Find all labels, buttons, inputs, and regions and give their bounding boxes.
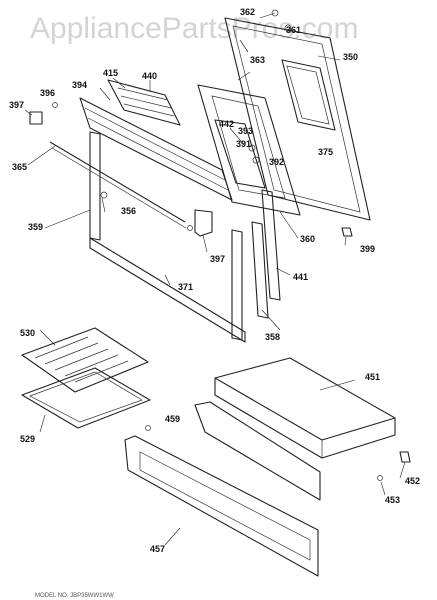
label-459: 459: [165, 414, 180, 424]
door-liner: [214, 119, 266, 189]
label-457: 457: [150, 544, 165, 554]
label-442: 442: [219, 119, 234, 129]
handle-end-cap: [29, 102, 58, 125]
drawer-body: [214, 357, 396, 459]
label-452: 452: [405, 476, 420, 486]
label-371: 371: [178, 282, 193, 292]
drawer-front-inner: [194, 401, 321, 501]
watermark: AppliancePartsPros.com: [30, 12, 358, 45]
leader-lines: [24, 12, 406, 546]
clip: [341, 227, 353, 237]
label-350: 350: [343, 52, 358, 62]
label-451: 451: [365, 372, 380, 382]
vent-panel: [107, 79, 181, 126]
drawer-front-panel: [124, 435, 319, 577]
label-415: 415: [103, 68, 118, 78]
label-391: 391: [236, 139, 251, 149]
label-394: 394: [72, 80, 87, 90]
label-375: 375: [318, 147, 333, 157]
drawer-hardware: [145, 425, 411, 481]
label-365: 365: [12, 162, 27, 172]
label-399: 399: [360, 244, 375, 254]
label-441: 441: [293, 272, 308, 282]
handle-bar: [49, 141, 187, 229]
label-396: 396: [40, 88, 55, 98]
label-397-top: 397: [9, 100, 24, 110]
label-453: 453: [385, 495, 400, 505]
part-labels: 362 361 350 415 440 363 394 396 397 442 …: [9, 7, 420, 554]
broiler-pan-grid: [21, 327, 149, 393]
label-530: 530: [20, 328, 35, 338]
label-393: 393: [238, 126, 253, 136]
broiler-pan: [21, 367, 151, 429]
door-trim: [79, 97, 233, 201]
label-363: 363: [250, 55, 265, 65]
screws-top: [271, 9, 292, 32]
label-358: 358: [265, 332, 280, 342]
door-outer-panel: [224, 17, 371, 221]
hinge-bracket: [187, 209, 213, 237]
label-360: 360: [300, 234, 315, 244]
label-356: 356: [121, 206, 136, 216]
label-359: 359: [28, 222, 43, 232]
side-strips: [251, 189, 281, 319]
label-392: 392: [269, 157, 284, 167]
label-362: 362: [240, 7, 255, 17]
footer-model: MODEL NO. JBP35WW1WW: [35, 593, 114, 599]
label-397-bottom: 397: [210, 254, 225, 264]
door-frame: [89, 131, 246, 343]
door-window-frame: [197, 84, 301, 216]
label-529: 529: [20, 434, 35, 444]
label-440: 440: [142, 71, 157, 81]
label-361: 361: [286, 25, 301, 35]
